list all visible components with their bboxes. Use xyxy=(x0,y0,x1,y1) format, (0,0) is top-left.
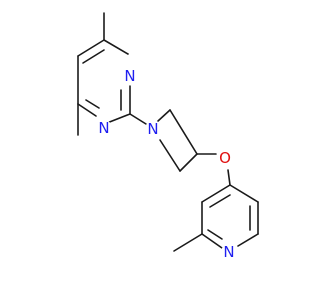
bond xyxy=(159,139,181,172)
bond xyxy=(106,113,131,124)
bond xyxy=(229,184,259,203)
bond xyxy=(169,109,198,155)
chemical-structure: N N N O N xyxy=(77,12,259,261)
atom-label: N xyxy=(147,120,158,138)
bond xyxy=(201,233,223,249)
pyrimidine-nitrogen-top: N xyxy=(122,67,138,85)
bond xyxy=(209,194,231,208)
ether-oxygen: O xyxy=(217,149,233,167)
bond xyxy=(85,99,100,109)
bond xyxy=(173,233,203,252)
bond xyxy=(77,103,97,117)
bond xyxy=(179,153,198,172)
atom-label: N xyxy=(223,243,234,261)
bond xyxy=(82,49,105,64)
bond xyxy=(129,113,147,125)
bond xyxy=(207,229,223,240)
bond xyxy=(237,233,259,247)
bond xyxy=(103,39,129,55)
atom-label: O xyxy=(219,149,231,167)
atom-label: N xyxy=(98,119,109,137)
atom-label: N xyxy=(124,67,135,85)
atom-labels: N N N O N xyxy=(96,67,237,261)
azetidine-nitrogen: N xyxy=(145,120,161,138)
bonds xyxy=(77,12,259,252)
bond xyxy=(77,39,105,57)
pyrimidine-nitrogen-bottom: N xyxy=(96,119,112,137)
bond xyxy=(227,169,231,186)
pyridine-nitrogen: N xyxy=(221,243,237,261)
bond xyxy=(157,109,171,122)
bond xyxy=(201,184,231,203)
